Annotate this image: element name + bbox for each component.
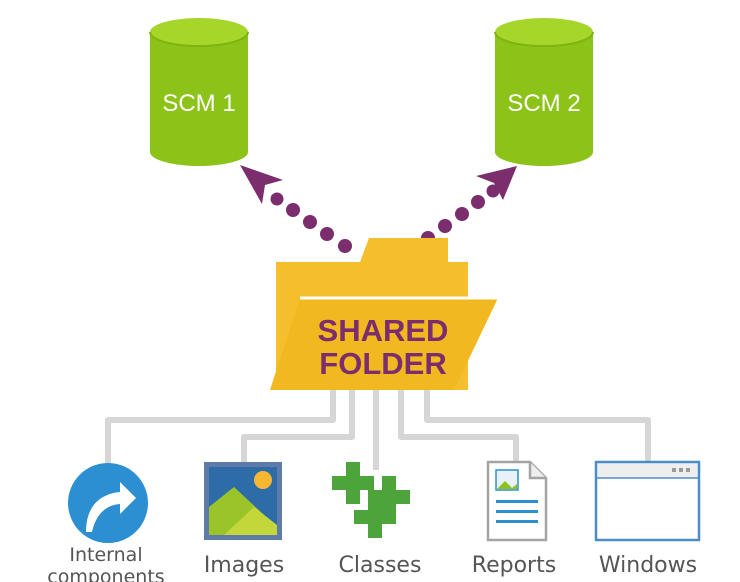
scm2-database-icon: SCM 2 [494, 18, 594, 166]
scm1-label: SCM 1 [162, 90, 235, 117]
internal-components-label-line1: Internal [69, 544, 142, 566]
classes-label: Classes [339, 553, 422, 578]
connector-lines [105, 390, 651, 470]
scm2-label: SCM 2 [507, 90, 580, 117]
puzzle-plus-icon [332, 462, 410, 538]
internal-components-label-line2: components [47, 566, 164, 582]
scm1-database-icon: SCM 1 [149, 18, 249, 166]
report-document-icon [486, 460, 548, 542]
shortcut-arrow-icon [68, 463, 148, 543]
reports-label: Reports [472, 553, 556, 578]
windows-label: Windows [599, 553, 697, 578]
folder-title-line2: FOLDER [319, 346, 446, 381]
window-icon [594, 460, 701, 542]
shared-folder-icon: SHARED FOLDER [270, 238, 498, 390]
arrow-to-scm1 [240, 165, 352, 253]
arrow-to-scm2 [421, 166, 517, 245]
image-icon [204, 462, 282, 540]
folder-title-line1: SHARED [318, 313, 449, 348]
images-label: Images [204, 553, 284, 578]
